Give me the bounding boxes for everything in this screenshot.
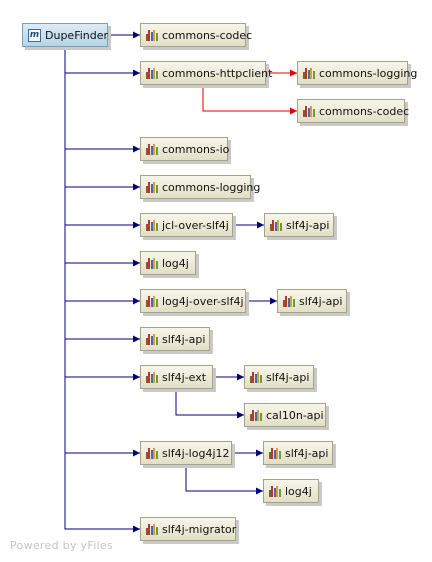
- node-ext-slf4j-api[interactable]: slf4j-api: [244, 365, 314, 389]
- edge-slf4j-ext-to-ext-cal10n-api: [175, 389, 244, 419]
- jar-icon: [146, 143, 158, 155]
- jar-icon: [250, 409, 262, 421]
- node-label: cal10n-api: [266, 408, 324, 422]
- node-label: log4j: [162, 256, 189, 270]
- node-ext-cal10n-api[interactable]: cal10n-api: [244, 403, 326, 427]
- jar-icon: [283, 295, 295, 307]
- maven-icon: m: [28, 28, 41, 42]
- jar-icon: [270, 219, 282, 231]
- node-label: slf4j-api: [266, 370, 310, 384]
- jar-icon: [250, 371, 262, 383]
- edge-root-to-slf4j-migrator: [64, 47, 140, 533]
- jar-icon: [303, 105, 315, 117]
- node-slf4j-ext[interactable]: slf4j-ext: [140, 365, 213, 389]
- jar-icon: [269, 447, 281, 459]
- node-slf4j-api[interactable]: slf4j-api: [140, 327, 210, 351]
- powered-by-footer: Powered by yFiles: [10, 539, 113, 552]
- node-label: log4j-over-slf4j: [162, 294, 244, 308]
- node-commons-io[interactable]: commons-io: [140, 137, 230, 161]
- jar-icon: [146, 181, 158, 193]
- node-label: DupeFinder: [45, 28, 109, 42]
- node-label: commons-httpclient: [162, 66, 273, 80]
- jar-icon: [146, 295, 158, 307]
- node-log4j12-slf4j-api[interactable]: slf4j-api: [263, 441, 333, 465]
- jar-icon: [269, 485, 281, 497]
- jar-icon: [146, 219, 158, 231]
- node-label: commons-logging: [319, 66, 418, 80]
- node-label: commons-codec: [319, 104, 410, 118]
- node-httpclient-commons-logging[interactable]: commons-logging: [297, 61, 417, 85]
- node-label: slf4j-migrator: [162, 522, 237, 536]
- node-label: slf4j-api: [286, 218, 330, 232]
- edge-commons-httpclient-to-httpclient-commons-codec: [202, 85, 297, 115]
- jar-icon: [146, 333, 158, 345]
- node-label: slf4j-api: [285, 446, 329, 460]
- node-log4j12-log4j[interactable]: log4j: [263, 479, 319, 503]
- node-label: commons-io: [162, 142, 230, 156]
- node-label: log4j: [285, 484, 312, 498]
- node-commons-httpclient[interactable]: commons-httpclient: [140, 61, 272, 85]
- node-label: slf4j-log4j12: [162, 446, 230, 460]
- node-label: slf4j-api: [299, 294, 343, 308]
- jar-icon: [146, 257, 158, 269]
- node-slf4j-log4j12[interactable]: slf4j-log4j12: [140, 441, 232, 465]
- node-log4j-over-slf4j[interactable]: log4j-over-slf4j: [140, 289, 246, 313]
- jar-icon: [146, 447, 158, 459]
- node-label: commons-codec: [162, 28, 253, 42]
- node-dupefinder[interactable]: m DupeFinder: [22, 23, 108, 47]
- edge-slf4j-log4j12-to-log4j12-log4j: [185, 465, 263, 495]
- jar-icon: [146, 523, 158, 535]
- node-log4jover-slf4j-api[interactable]: slf4j-api: [277, 289, 347, 313]
- jar-icon: [146, 67, 158, 79]
- node-label: slf4j-ext: [162, 370, 207, 384]
- node-commons-codec[interactable]: commons-codec: [140, 23, 252, 47]
- node-jcl-over-slf4j[interactable]: jcl-over-slf4j: [140, 213, 233, 237]
- node-httpclient-commons-codec[interactable]: commons-codec: [297, 99, 409, 123]
- node-jcl-slf4j-api[interactable]: slf4j-api: [264, 213, 334, 237]
- node-commons-logging[interactable]: commons-logging: [140, 175, 260, 199]
- node-label: jcl-over-slf4j: [162, 218, 229, 232]
- node-label: slf4j-api: [162, 332, 206, 346]
- node-slf4j-migrator[interactable]: slf4j-migrator: [140, 517, 236, 541]
- jar-icon: [146, 371, 158, 383]
- node-label: commons-logging: [162, 180, 261, 194]
- node-log4j[interactable]: log4j: [140, 251, 196, 275]
- jar-icon: [303, 67, 315, 79]
- edge-root-to-commons-httpclient: [64, 47, 140, 77]
- jar-icon: [146, 29, 158, 41]
